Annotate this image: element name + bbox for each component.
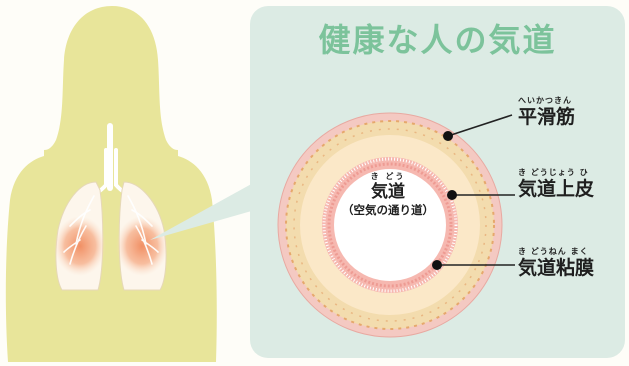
- epithelium-label: き どうじょう ひ 気道上皮: [518, 168, 594, 200]
- epithelium-ruby: き どうじょう ひ: [518, 168, 594, 178]
- smooth-muscle-label: へいかつきん 平滑筋: [518, 96, 575, 128]
- airway-lumen-label: き どう 気道 （空気の通り道）: [330, 172, 446, 218]
- airway-label: 気道: [330, 182, 446, 202]
- mucosa-ruby: き どうねん まく: [518, 247, 594, 257]
- page-title: 健康な人の気道: [250, 20, 625, 60]
- mucosa-text: 気道粘膜: [518, 257, 594, 279]
- airway-sub-label: （空気の通り道）: [330, 202, 446, 218]
- airway-ruby: き どう: [330, 172, 446, 182]
- smooth-muscle-text: 平滑筋: [518, 106, 575, 128]
- airway-cross-section: [278, 113, 502, 337]
- epithelium-text: 気道上皮: [518, 178, 594, 200]
- mucosa-label: き どうねん まく 気道粘膜: [518, 247, 594, 279]
- smooth-muscle-ruby: へいかつきん: [518, 96, 575, 106]
